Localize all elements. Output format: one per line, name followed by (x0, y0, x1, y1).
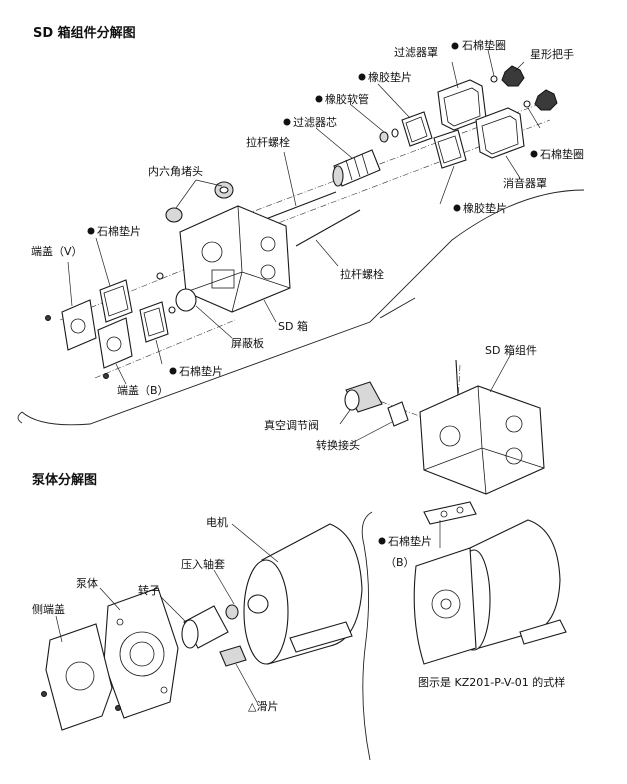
pump-body-part (103, 587, 179, 719)
muffler-cover (475, 107, 525, 159)
label-rubber-hose: 橡胶软管 (325, 92, 369, 106)
rubber-gasket-right (433, 129, 467, 169)
model-caption: 图示是 KZ201-P-V-01 的式样 (418, 675, 565, 689)
label-sd-box-assembly: SD 箱组件 (485, 343, 537, 357)
rubber-gasket-top (401, 111, 433, 147)
label-sd-box: SD 箱 (278, 319, 308, 333)
label-asbestos-gasket-bottom: 石棉垫片 (179, 364, 223, 378)
label-star-handle: 星形把手 (530, 47, 574, 61)
slide-piece (219, 645, 247, 667)
bullet-markers (87, 42, 538, 545)
label-pull-bolt-top: 拉杆螺栓 (246, 135, 290, 149)
press-sleeve (225, 604, 239, 620)
side-end-cap (41, 623, 121, 731)
label-pump-body: 泵体 (76, 576, 98, 590)
label-pull-bolt-mid: 拉杆螺栓 (340, 267, 384, 281)
end-cap-v (45, 299, 97, 351)
asbestos-gasket-bottom (139, 301, 169, 343)
label-slide-piece: △滑片 (248, 700, 278, 713)
sd-box-assembly (419, 359, 545, 495)
asbestos-gasket-b-part (423, 501, 477, 525)
label-asbestos-ring-top: 石棉垫圈 (462, 38, 506, 52)
label-rubber-gasket-right: 橡胶垫片 (463, 201, 507, 215)
pull-bolt-lower (295, 209, 361, 247)
label-muffler-cover: 消音器罩 (503, 176, 547, 190)
sd-box-body (179, 205, 291, 313)
label-rotor: 转子 (138, 583, 160, 597)
label-shield-plate: 屏蔽板 (231, 336, 264, 350)
vacuum-valve (344, 381, 383, 413)
label-hex-plug: 内六角堵头 (148, 164, 203, 178)
label-asbestos-gasket-b-line1: 石棉垫片 (388, 534, 432, 548)
label-adapter: 转换接头 (316, 438, 360, 452)
end-cap-b (97, 317, 133, 379)
motor (243, 523, 363, 665)
star-handle-top (490, 65, 525, 87)
asbestos-gasket-left (99, 279, 133, 323)
rotor (181, 605, 229, 649)
section-frame (17, 189, 585, 761)
title-pump-body: 泵体分解图 (32, 472, 97, 488)
label-asbestos-gasket-b-line2: （B） (385, 556, 415, 569)
assembled-pump (413, 519, 567, 665)
shield-plate (175, 288, 197, 312)
label-filter-core: 过滤器芯 (293, 115, 337, 129)
label-filter-cover: 过滤器罩 (394, 46, 438, 59)
filter-core (332, 149, 381, 187)
label-end-cap-v: 端盖（V） (31, 244, 83, 258)
label-asbestos-gasket-left: 石棉垫片 (97, 224, 141, 238)
label-press-sleeve: 压入轴套 (181, 557, 225, 571)
title-sd-assembly: SD 箱组件分解图 (33, 25, 136, 41)
adapter (387, 401, 409, 427)
label-motor: 电机 (206, 515, 228, 529)
label-rubber-gasket-top: 橡胶垫片 (368, 70, 412, 84)
star-handle-right (523, 89, 558, 111)
label-asbestos-ring-right: 石棉垫圈 (540, 147, 584, 161)
leader-lines (55, 49, 541, 705)
label-vacuum-valve: 真空调节阀 (264, 418, 319, 432)
hex-plugs (165, 181, 234, 223)
small-nuts (156, 272, 176, 314)
label-side-end-cap: 侧端盖 (32, 602, 65, 616)
label-end-cap-b: 端盖（B） (117, 383, 169, 397)
pull-bolt-upper (257, 191, 337, 223)
